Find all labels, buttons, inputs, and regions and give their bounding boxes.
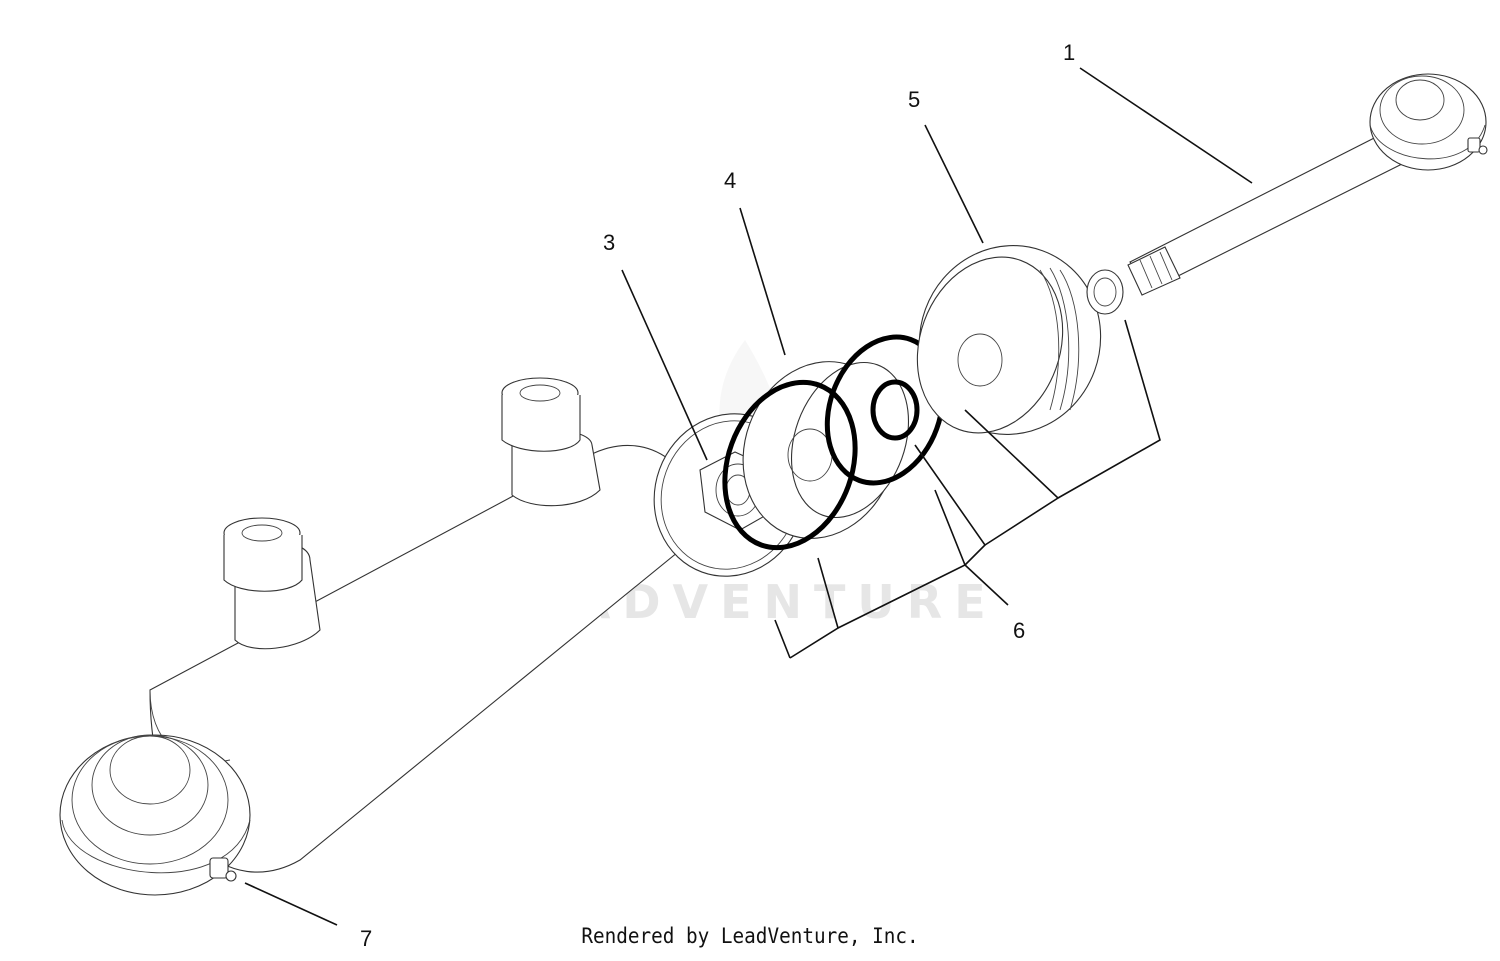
- wiper-seal: [1086, 269, 1124, 315]
- grease-fitting-rod-icon: [1467, 137, 1488, 155]
- callout-label-1: 1: [1063, 40, 1075, 65]
- callout-label-4: 4: [724, 168, 736, 193]
- port-fitting-front: [223, 517, 321, 650]
- leader-lines: [244, 67, 1253, 926]
- gland: [916, 245, 1102, 435]
- callout-label-5: 5: [908, 87, 920, 112]
- piston-rod: [1127, 129, 1411, 296]
- port-fitting-rear: [501, 377, 601, 507]
- footer-credit: Rendered by LeadVenture, Inc.: [581, 924, 919, 948]
- rod-eye: [1369, 73, 1487, 171]
- callout-label-7: 7: [360, 926, 372, 951]
- cylinder-barrel: [59, 377, 706, 896]
- grease-fitting-base-icon: [209, 857, 237, 882]
- clevis-end-base: [59, 734, 251, 896]
- o-ring-small: [870, 379, 920, 441]
- piston: [722, 361, 910, 551]
- o-ring-large: [824, 334, 946, 486]
- callout-label-3: 3: [603, 230, 615, 255]
- callout-label-6: 6: [1013, 618, 1025, 643]
